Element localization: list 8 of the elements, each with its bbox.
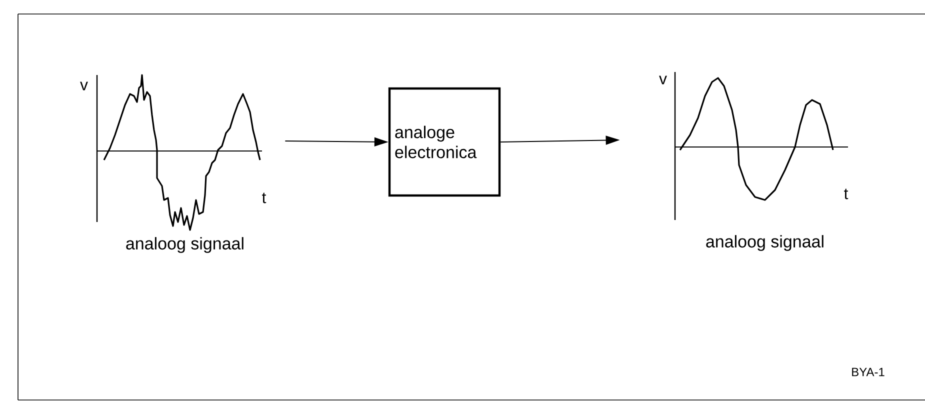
signal-graph-drawing (674, 72, 849, 220)
axis-label: t (844, 188, 848, 200)
node-label: analoog signaal (706, 235, 824, 251)
axis-label: t (262, 192, 266, 204)
node-label: analoog signaal (126, 237, 244, 253)
process-box: analoge electronica (388, 87, 501, 197)
figure-code: BYA-1 (852, 368, 884, 376)
signal-graph-drawing (96, 74, 262, 231)
